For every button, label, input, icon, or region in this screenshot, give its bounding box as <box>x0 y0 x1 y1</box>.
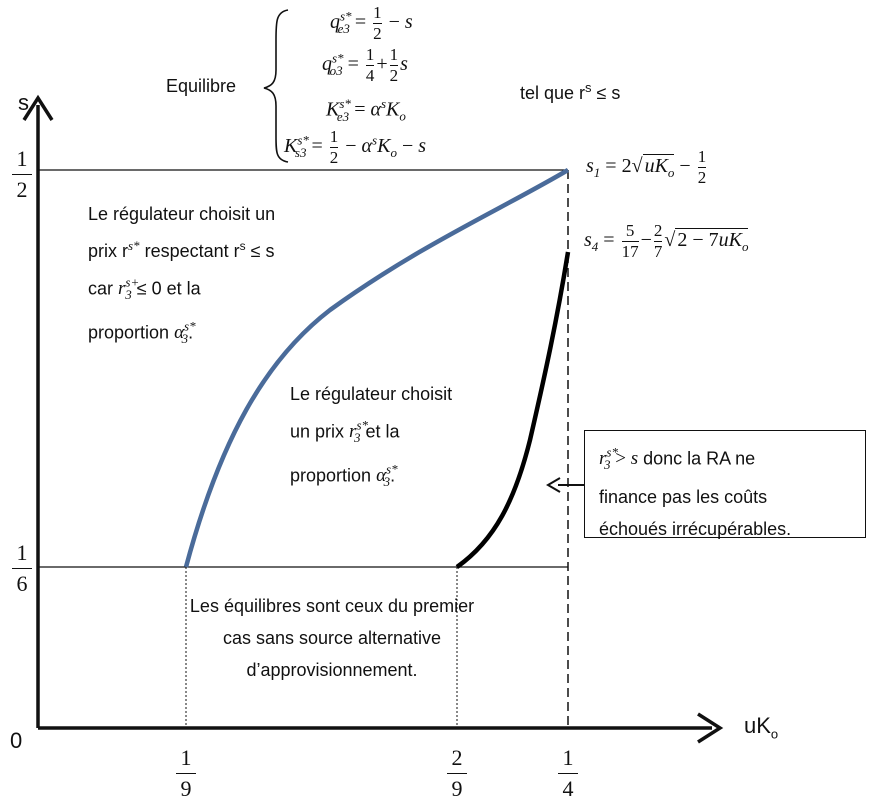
origin-label: 0 <box>10 728 23 753</box>
curve-s1 <box>183 168 570 568</box>
equilibrium-condition: tel que rs ≤ s <box>520 80 621 103</box>
y-axis-label: s <box>18 90 29 115</box>
region-text-top-left: Le régulateur choisit un prix rs* respec… <box>88 204 276 347</box>
region-text-bottom: Les équilibres sont ceux du premier cas … <box>189 596 475 680</box>
curve-s4 <box>455 251 571 569</box>
callout-box: rs*3 > s donc la RA ne finance pas les c… <box>584 430 866 539</box>
equilibrium-label: Equilibre <box>166 76 237 96</box>
equation-ke3: Ks*e3 = αsKo <box>326 96 406 124</box>
x-axis-label: uKo <box>744 713 779 742</box>
y-axis-arrow <box>22 94 54 121</box>
region-text-middle: Le régulateur choisit un prix rs*3 et la… <box>290 384 453 490</box>
callout-arrowhead <box>546 477 561 493</box>
equilibrium-brace <box>263 9 289 163</box>
x-axis-arrow <box>697 712 724 744</box>
